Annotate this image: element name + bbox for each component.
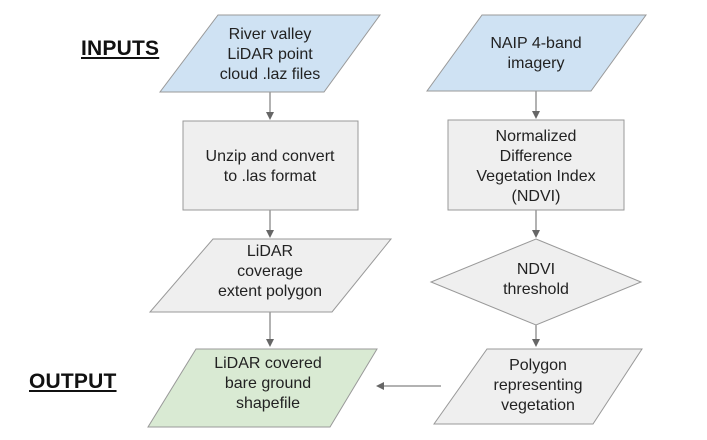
node-text-line: (NDVI) xyxy=(512,188,561,205)
bare-ground-output-node: LiDAR covered bare ground shapefile xyxy=(147,348,378,428)
node-text-line: NAIP 4-band xyxy=(490,35,581,52)
lidar-input-node: River valley LiDAR point cloud .laz file… xyxy=(158,14,381,93)
node-text-line: Unzip and convert xyxy=(206,148,336,165)
ndvi-node: Normalized Difference Vegetation Index (… xyxy=(447,119,625,211)
coverage-polygon-node: LiDAR coverage extent polygon xyxy=(148,238,393,313)
output-label: OUTPUT xyxy=(29,370,117,393)
node-text-line: imagery xyxy=(508,55,565,72)
naip-input-node: NAIP 4-band imagery xyxy=(426,14,647,92)
node-text-line: Vegetation Index xyxy=(476,168,595,185)
node-text-line: extent polygon xyxy=(218,283,322,300)
node-text-line: vegetation xyxy=(501,397,575,414)
node-text-line: representing xyxy=(494,377,583,394)
node-text-line: LiDAR point xyxy=(227,46,313,63)
node-text-line: bare ground xyxy=(225,375,311,392)
node-text-line: Polygon xyxy=(509,357,567,374)
unzip-convert-node: Unzip and convert to .las format xyxy=(182,120,359,211)
node-text-line: cloud .laz files xyxy=(220,66,321,83)
node-text-line: NDVI xyxy=(517,261,555,278)
node-text-line: LiDAR covered xyxy=(214,355,322,372)
connectors xyxy=(266,91,540,390)
node-text-line: River valley xyxy=(229,26,312,43)
node-text-line: LiDAR xyxy=(247,243,293,260)
node-text-line: coverage xyxy=(237,263,303,280)
node-text-line: threshold xyxy=(503,281,569,298)
ndvi-threshold-node: NDVI threshold xyxy=(429,238,643,326)
node-text-line: Difference xyxy=(500,148,573,165)
vegetation-polygon-node: Polygon representing vegetation xyxy=(433,348,643,425)
node-text-line: Normalized xyxy=(496,128,577,145)
inputs-label: INPUTS xyxy=(81,37,160,60)
node-text-line: to .las format xyxy=(224,168,317,185)
node-text-line: shapefile xyxy=(236,395,300,412)
